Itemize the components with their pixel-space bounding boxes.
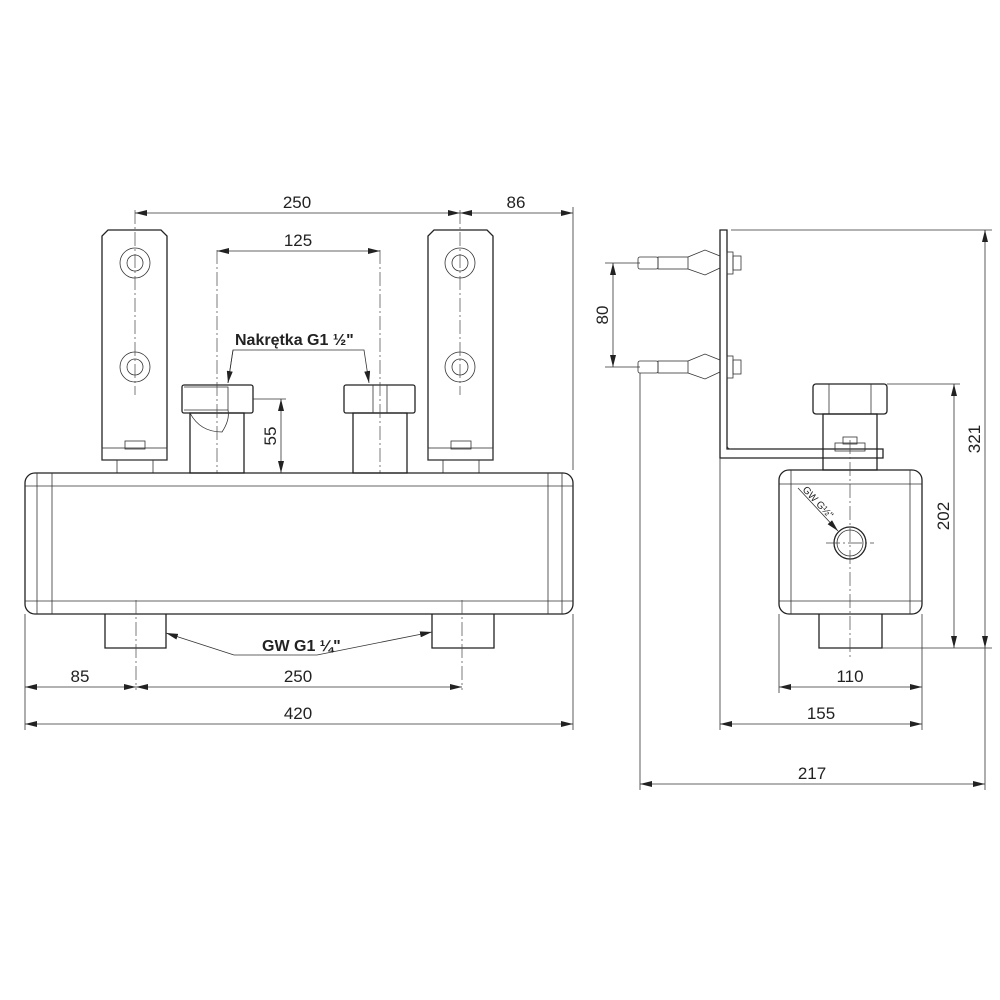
dimension-86: 86 [460,193,574,470]
side-knob-and-stem [812,383,888,471]
dim-label: 250 [283,193,311,212]
dimension-155: 155 [719,458,922,730]
right-wall-bracket [427,210,494,474]
side-port-callout: GW G½" [797,485,839,532]
dim-label: 86 [507,193,526,212]
bottom-ports [104,600,495,690]
dimension-80: 80 [593,262,640,368]
dim-label: 420 [284,704,312,723]
left-pipe-with-nut [181,250,254,474]
dim-label: 217 [798,764,826,783]
nut-label: Nakrętka G1 ½" [235,332,354,349]
dimension-55: 55 [253,398,286,473]
side-view: GW G½" 80 321 202 110 155 [593,229,992,790]
dimension-110: 110 [778,614,923,730]
dim-label: 202 [934,502,953,530]
dim-label: 110 [836,667,863,686]
dimension-250-brackets: 250 [135,193,460,216]
dimension-250-ports: 250 [136,667,462,690]
l-bracket [719,229,884,459]
dim-label: 80 [593,306,612,325]
right-pipe-with-nut [343,250,416,474]
bottom-ports-callout: GW G1 ¼" [165,631,433,656]
side-port-label: GW G½" [800,485,835,522]
dimension-85: 85 [24,614,136,730]
wall-anchor-top [637,249,742,276]
bottom-ports-label: GW G1 ¼" [262,638,341,655]
dim-label: 321 [965,425,984,453]
left-wall-bracket [101,210,168,474]
side-body [778,440,923,660]
dimension-202: 202 [887,383,960,648]
dimension-420: 420 [25,614,574,730]
dim-label: 250 [284,667,312,686]
dimension-321: 321 [731,229,992,649]
front-view: 250 86 125 55 Nakrętka G1 ½" GW G1 ¼" [24,193,574,730]
nut-callout: Nakrętka G1 ½" [226,332,371,384]
wall-anchor-bottom [637,353,742,380]
dim-label: 55 [261,427,280,446]
hydraulic-separator-body [24,472,574,615]
dim-label: 125 [284,231,312,250]
dimension-217: 217 [639,373,986,790]
dim-label: 155 [807,704,835,723]
dimension-125: 125 [217,231,380,254]
dim-label: 85 [71,667,90,686]
